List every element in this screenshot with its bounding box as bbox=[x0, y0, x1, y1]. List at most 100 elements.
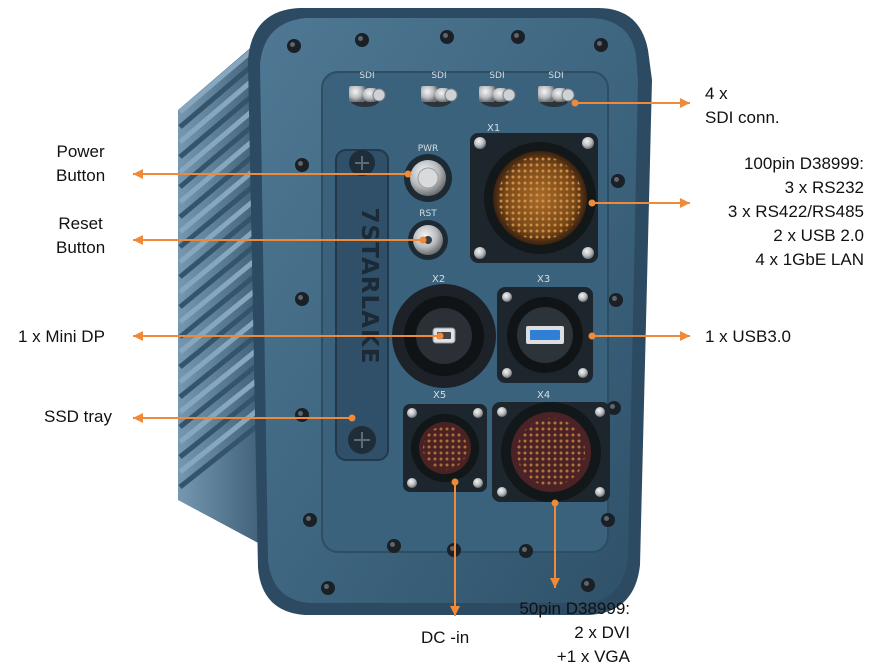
screw bbox=[607, 401, 621, 415]
label-100pin-line3: 3 x RS422/RS485 bbox=[727, 202, 864, 221]
label-100pin-d38999: 100pin D38999: 3 x RS232 3 x RS422/RS485… bbox=[690, 152, 864, 272]
label-100pin-line5: 4 x 1GbE LAN bbox=[755, 250, 864, 269]
label-ssd-tray: SSD tray bbox=[44, 407, 113, 426]
label-50pin-line3: +1 x VGA bbox=[556, 647, 630, 666]
heatsink-fin bbox=[178, 40, 264, 114]
label-50pin-d38999: 50pin D38999: 2 x DVI +1 x VGA bbox=[488, 597, 630, 669]
x2-mark: X2 bbox=[432, 274, 445, 285]
screw bbox=[440, 30, 454, 44]
x3-mark: X3 bbox=[537, 274, 550, 285]
heatsink-fin bbox=[178, 313, 264, 384]
pwr-mark: PWR bbox=[418, 144, 439, 154]
power-button[interactable]: PWR bbox=[404, 144, 452, 202]
heatsink-fin bbox=[178, 100, 264, 174]
heatsink-fin bbox=[178, 420, 264, 489]
reset-button[interactable]: RST bbox=[408, 209, 448, 260]
screw bbox=[295, 408, 309, 422]
callout-arrow bbox=[571, 98, 690, 108]
screw bbox=[295, 292, 309, 306]
ssd-tray-strip: 7STARLAKE bbox=[335, 149, 389, 461]
label-reset-button: Reset Button bbox=[56, 212, 105, 260]
sdi-connectors: SDI SDI SDI SDI bbox=[349, 71, 575, 107]
label-power-line2: Button bbox=[56, 166, 106, 185]
label-reset-line2: Button bbox=[56, 238, 106, 257]
x2-minidp-connector[interactable]: X2 bbox=[392, 274, 496, 388]
heatsink-fin bbox=[178, 298, 264, 369]
label-minidp: 1 x Mini DP bbox=[18, 327, 105, 346]
label-power-line1: Power bbox=[56, 142, 105, 161]
heatsink-fin bbox=[178, 283, 264, 354]
x1-mark: X1 bbox=[487, 123, 500, 134]
heatsink-fin bbox=[178, 359, 264, 429]
sdi-connector[interactable]: SDI bbox=[349, 71, 386, 107]
callout-arrow bbox=[133, 169, 412, 179]
screw bbox=[355, 33, 369, 47]
screw bbox=[609, 293, 623, 307]
callout-arrow bbox=[588, 198, 690, 208]
brand-logo-text: 7STARLAKE bbox=[356, 208, 382, 365]
label-dc-in: DC -in bbox=[421, 628, 470, 647]
sdi-mark: SDI bbox=[431, 71, 446, 81]
sdi-connector[interactable]: SDI bbox=[538, 71, 575, 107]
x5-mark: X5 bbox=[433, 390, 446, 401]
callout-arrow bbox=[550, 499, 560, 588]
heatsink-fin bbox=[178, 192, 264, 264]
sdi-connector[interactable]: SDI bbox=[421, 71, 458, 107]
screw bbox=[321, 581, 335, 595]
heatsink-fin bbox=[178, 389, 264, 459]
label-100pin-line2: 3 x RS232 bbox=[784, 178, 864, 197]
x3-usb3-connector[interactable]: X3 bbox=[497, 274, 593, 383]
sdi-mark: SDI bbox=[489, 71, 504, 81]
heatsink-fin bbox=[178, 344, 264, 414]
callout-arrow bbox=[450, 478, 460, 616]
heatsink-fin bbox=[178, 207, 264, 279]
heatsink-fin bbox=[178, 222, 264, 294]
label-100pin-line4: 2 x USB 2.0 bbox=[773, 226, 864, 245]
label-usb3: 1 x USB3.0 bbox=[705, 327, 791, 346]
label-100pin-line1: 100pin D38999: bbox=[743, 154, 864, 173]
label-50pin-line2: 2 x DVI bbox=[574, 623, 630, 642]
x5-dcin-connector[interactable]: X5 bbox=[403, 390, 487, 492]
label-sdi-line2: SDI conn. bbox=[705, 108, 780, 127]
label-reset-line1: Reset bbox=[58, 214, 103, 233]
screw bbox=[387, 539, 401, 553]
heatsink-fin bbox=[178, 176, 264, 249]
screw bbox=[303, 513, 317, 527]
label-sdi-conn: 4 x SDI conn. bbox=[705, 82, 780, 130]
heatsink-fin bbox=[178, 374, 264, 444]
callout-lines bbox=[133, 98, 690, 616]
callout-arrow bbox=[133, 331, 444, 341]
x4-mark: X4 bbox=[537, 390, 550, 401]
callout-arrow bbox=[588, 331, 690, 341]
sdi-mark: SDI bbox=[359, 71, 374, 81]
screw bbox=[287, 39, 301, 53]
heatsink-fin bbox=[178, 328, 264, 399]
sdi-mark: SDI bbox=[548, 71, 563, 81]
heatsink-fin bbox=[178, 237, 264, 309]
screw bbox=[295, 158, 309, 172]
label-sdi-line1: 4 x bbox=[705, 84, 728, 103]
heatsink-fin bbox=[178, 85, 264, 159]
screw bbox=[581, 578, 595, 592]
label-50pin-line1: 50pin D38999: bbox=[519, 599, 630, 618]
heatsink-fin bbox=[178, 268, 264, 339]
x4-50pin-connector[interactable]: X4 bbox=[492, 390, 610, 502]
callout-arrow bbox=[133, 235, 427, 245]
heatsink-fin bbox=[178, 252, 264, 324]
heatsink-fin bbox=[178, 116, 264, 189]
screw bbox=[594, 38, 608, 52]
label-power-button: Power Button bbox=[56, 140, 105, 188]
screw bbox=[611, 174, 625, 188]
x1-100pin-connector[interactable]: X1 bbox=[470, 123, 598, 263]
heatsink-fin bbox=[178, 146, 264, 219]
screw bbox=[601, 513, 615, 527]
rst-mark: RST bbox=[419, 209, 437, 219]
screw bbox=[511, 30, 525, 44]
callout-arrow bbox=[133, 413, 356, 423]
screw bbox=[519, 544, 533, 558]
heatsink-fin bbox=[178, 70, 264, 144]
sdi-connector[interactable]: SDI bbox=[479, 71, 516, 107]
heatsink-fin bbox=[178, 131, 264, 204]
